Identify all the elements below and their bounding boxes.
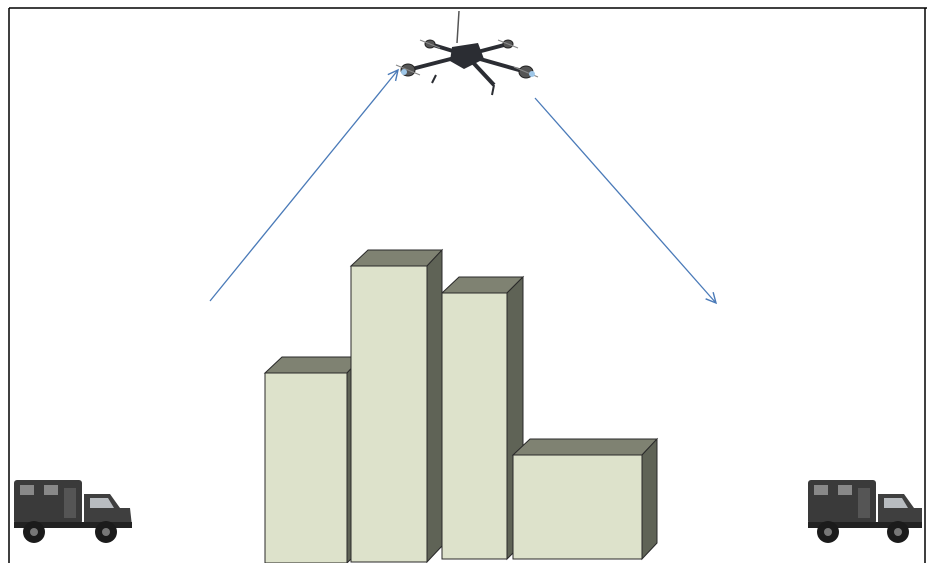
building-3 <box>440 275 525 561</box>
military-truck-icon <box>14 480 132 543</box>
quadcopter-drone-icon <box>395 10 539 96</box>
military-truck-icon <box>808 480 922 543</box>
building-1 <box>263 355 364 563</box>
building-4 <box>511 437 659 561</box>
uplink-arrow <box>209 68 399 302</box>
downlink-arrow <box>534 97 718 305</box>
diagram-frame <box>8 7 927 563</box>
building-2 <box>349 248 444 563</box>
buildings <box>263 248 659 563</box>
